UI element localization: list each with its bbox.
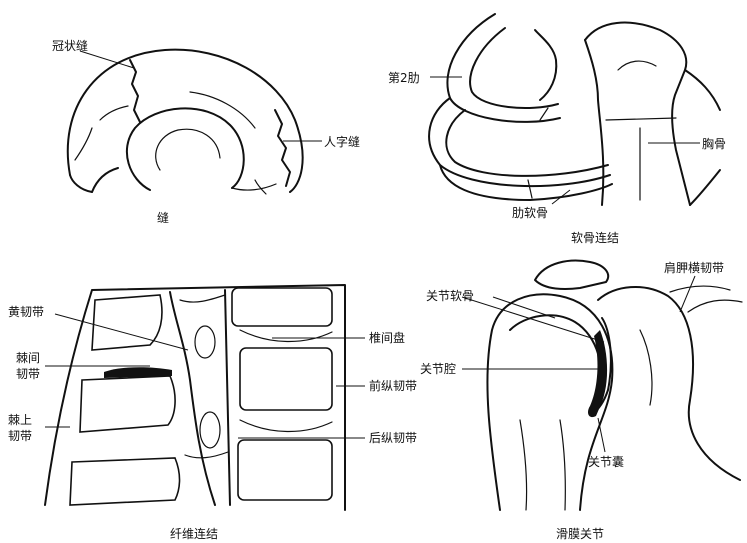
caption-synovial: 滑膜关节 — [556, 527, 604, 541]
label-anterior-longitudinal-ligament: 前纵韧带 — [369, 378, 417, 393]
rib-cage-drawing — [429, 14, 720, 205]
shoulder-joint-drawing — [487, 261, 742, 510]
caption-suture: 缝 — [157, 210, 169, 225]
caption-fibrous: 纤维连结 — [170, 526, 218, 541]
synovial-panel: 关节软骨 肩胛横韧带 关节腔 关节囊 滑膜关节 — [420, 260, 742, 541]
label-sternum: 胸骨 — [702, 136, 726, 151]
label-interspinous-ligament-line1: 棘间 — [16, 351, 40, 365]
label-joint-cavity: 关节腔 — [420, 361, 456, 376]
fibrous-panel: 黄韧带 棘间 韧带 棘上 韧带 椎间盘 前纵韧带 后纵韧带 纤维连结 — [8, 285, 417, 541]
label-joint-capsule: 关节囊 — [588, 454, 624, 469]
label-interspinous-ligament-line2: 韧带 — [16, 367, 40, 381]
label-lambdoid-suture: 人字缝 — [324, 134, 360, 149]
label-costal-cartilage: 肋软骨 — [512, 205, 548, 220]
label-intervertebral-disc: 椎间盘 — [369, 330, 405, 345]
cartilaginous-panel: 第2肋 胸骨 肋软骨 软骨连结 — [388, 14, 726, 245]
label-posterior-longitudinal-ligament: 后纵韧带 — [369, 431, 417, 445]
vertebral-column-drawing — [45, 285, 345, 510]
label-ligamentum-flavum: 黄韧带 — [8, 305, 44, 319]
suture-panel: 冠状缝 人字缝 缝 — [52, 38, 360, 225]
caption-cartilaginous: 软骨连结 — [571, 230, 619, 245]
label-supraspinous-ligament-line1: 棘上 — [8, 413, 32, 427]
label-second-rib: 第2肋 — [388, 70, 420, 85]
label-supraspinous-ligament-line2: 韧带 — [8, 429, 32, 443]
label-articular-cartilage: 关节软骨 — [426, 289, 474, 303]
skull-drawing — [68, 50, 303, 194]
label-transverse-scapular-ligament: 肩胛横韧带 — [664, 260, 724, 275]
label-coronal-suture: 冠状缝 — [52, 38, 88, 53]
